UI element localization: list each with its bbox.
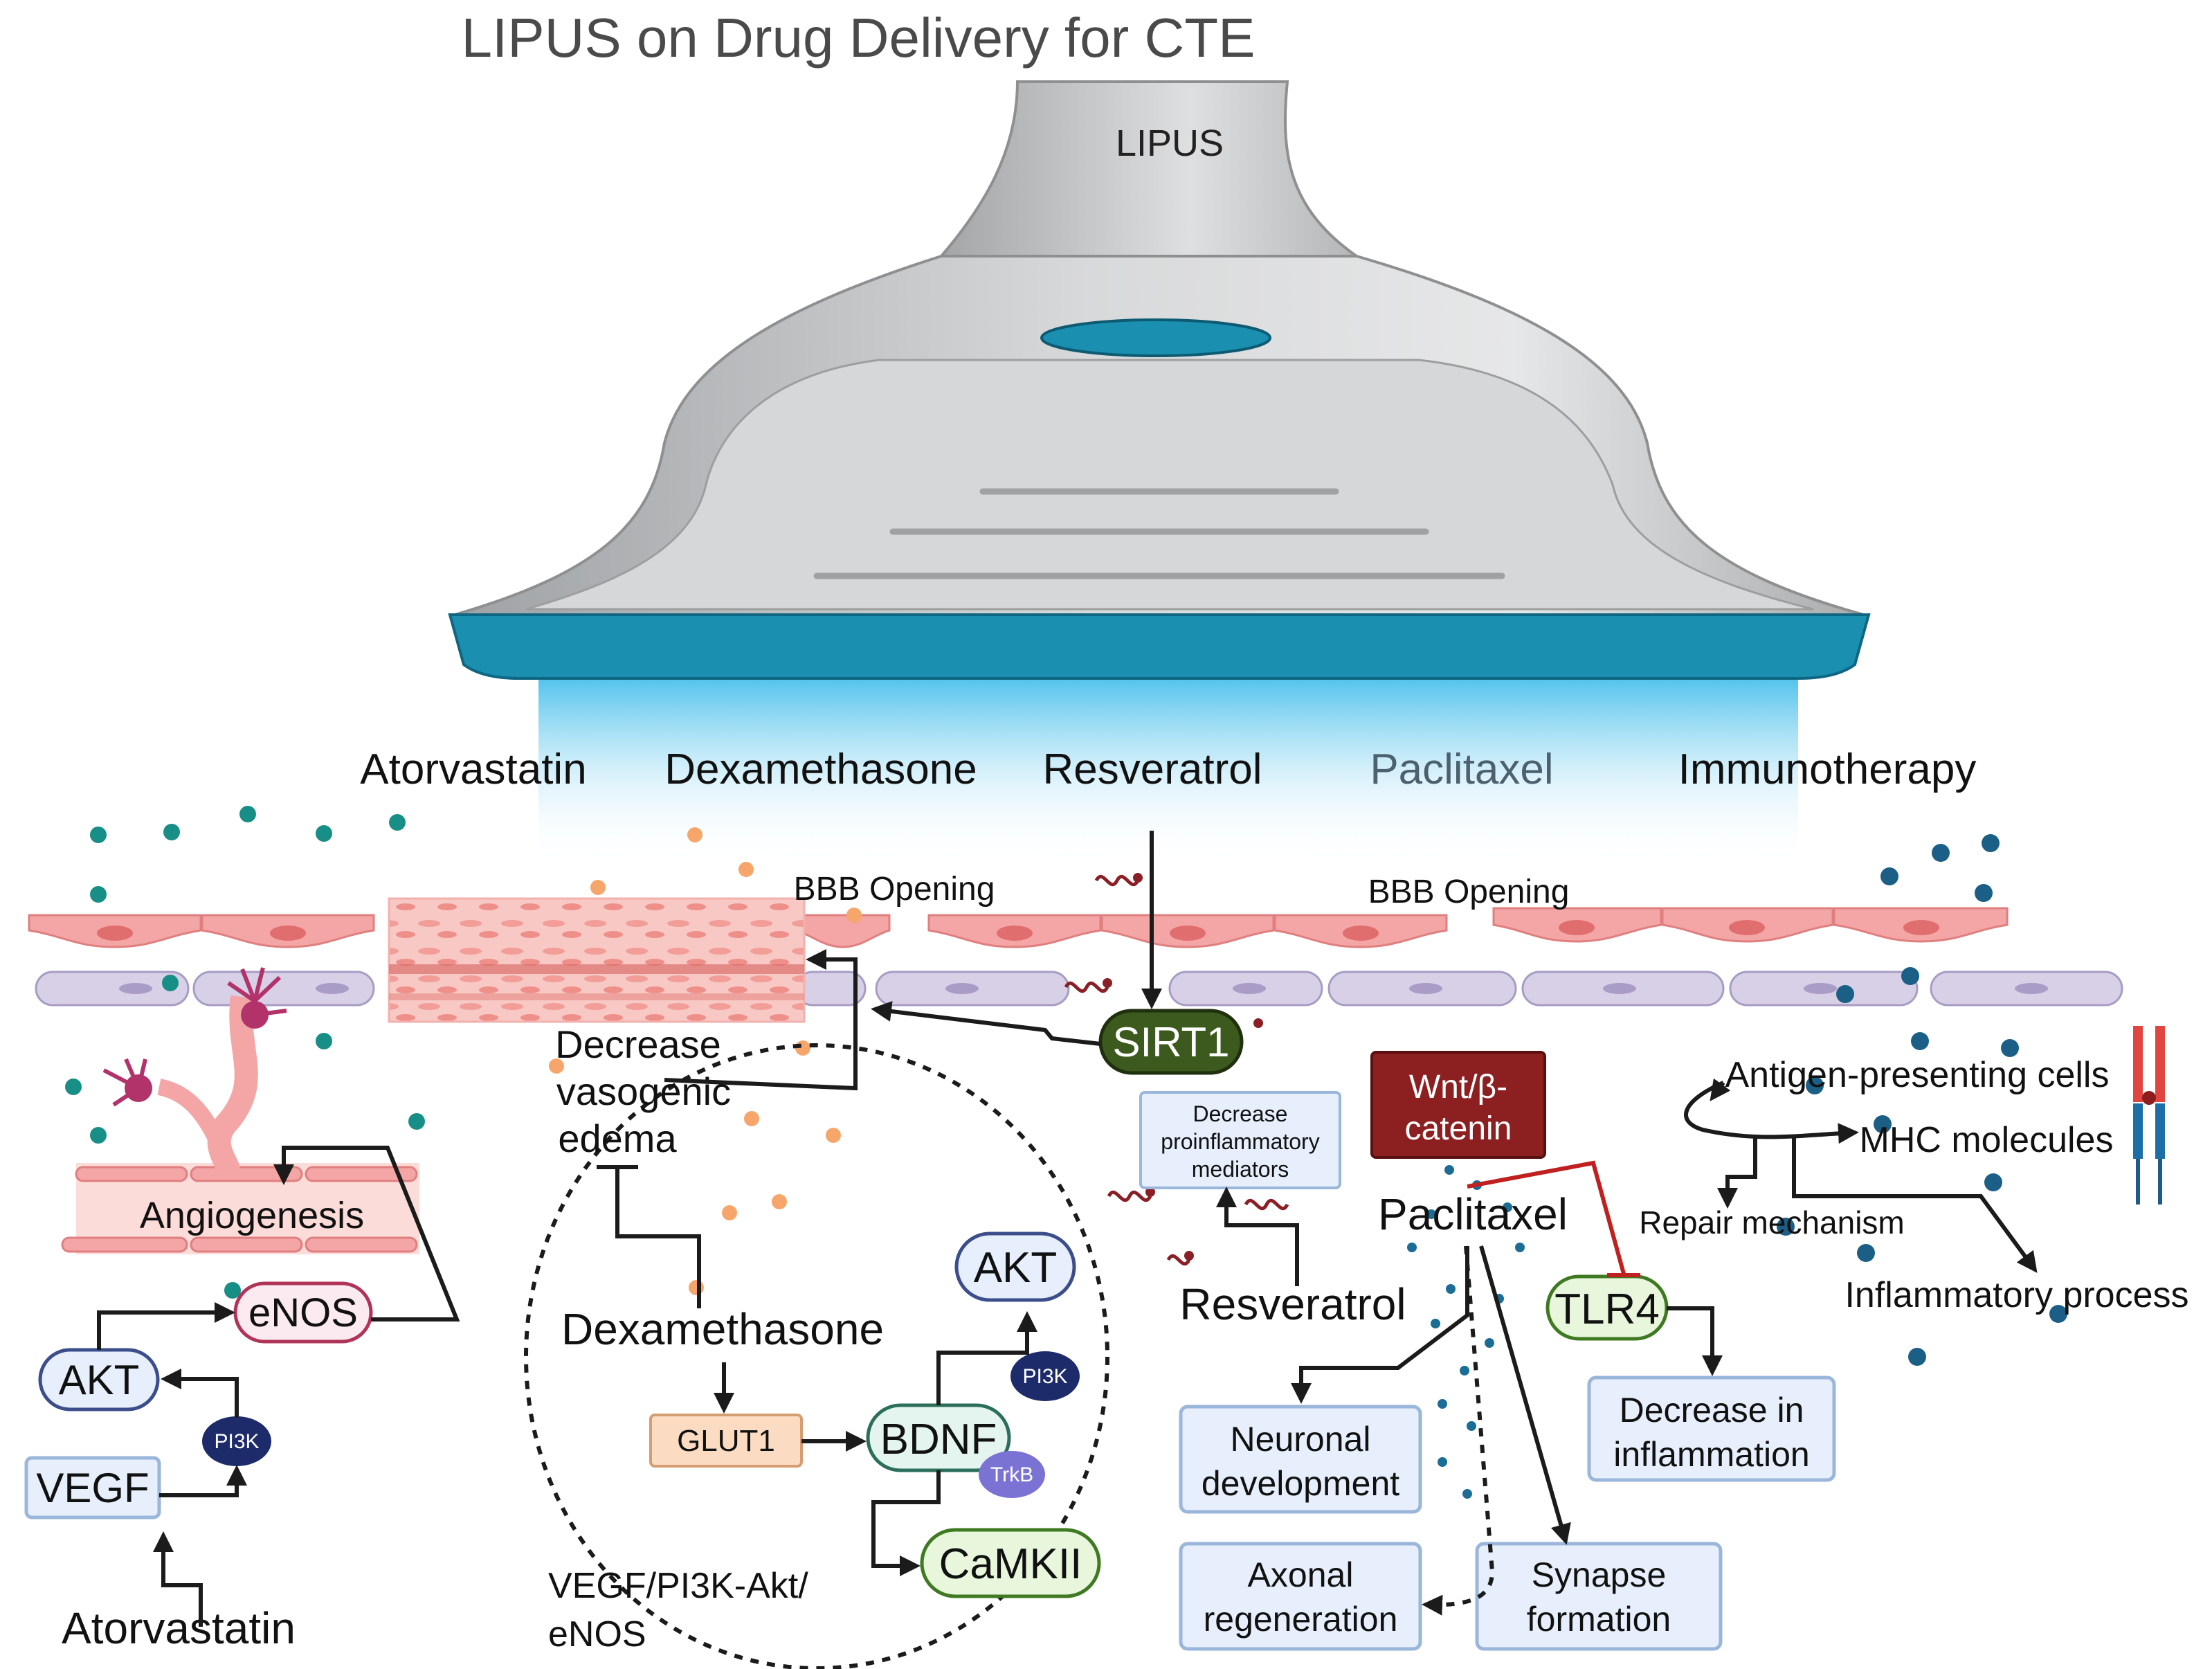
resveratrol-source-label: Resveratrol (1179, 1279, 1406, 1329)
akt-label-left: AKT (59, 1357, 140, 1403)
tlr4-node: TLR4 (1545, 1274, 1669, 1341)
ultrasound-beam (538, 665, 1798, 865)
decrease-mediators-node: Decrease proinflammatory mediators (1139, 1091, 1341, 1189)
glut1-node: GLUT1 (649, 1414, 803, 1468)
lipus-label: LIPUS (1116, 123, 1224, 164)
tlr4-label: TLR4 (1554, 1285, 1660, 1333)
synapse-line-2: formation (1527, 1600, 1671, 1639)
endothelial-layer (28, 907, 2009, 948)
bdnf-node: BDNF (866, 1403, 1011, 1472)
vessel-tissue-inset (388, 897, 806, 1023)
atorvastatin-arrows (97, 1146, 460, 1627)
immuno-arrows (1684, 1078, 2038, 1273)
dexamethasone-drug-label: Dexamethasone (561, 1304, 884, 1354)
dexamethasone-pathway-circle (524, 1043, 1109, 1669)
endothelial-left (28, 914, 891, 948)
paclitaxel-inhibition (1467, 1160, 1640, 1277)
repair-mechanism-label: Repair mechanism (1639, 1205, 1904, 1241)
akt-node-left: AKT (38, 1348, 160, 1411)
trkb-label: TrkB (990, 1463, 1033, 1486)
pathway-caption-line-1: VEGF/PI3K-Akt/ (548, 1566, 808, 1606)
enos-label: eNOS (248, 1290, 358, 1335)
paclitaxel-particles (1407, 1165, 1525, 1499)
immunotherapy-particles (1777, 834, 2067, 1366)
bdnf-label: BDNF (880, 1416, 997, 1463)
mhc-molecules-label: MHC molecules (1860, 1120, 2114, 1160)
atorvastatin-source-label: Atorvastatin (62, 1603, 296, 1653)
enos-node: eNOS (233, 1281, 373, 1344)
decrease-inflammation-node: Decrease in inflammation (1587, 1375, 1836, 1482)
tip-cell-upper (227, 967, 287, 1029)
resveratrol-arrows (871, 831, 1299, 1286)
decrease-vasogenic-edema: Decrease vasogenic edema (555, 1022, 731, 1160)
wnt-beta-catenin-node: Wnt/β- catenin (1370, 1051, 1546, 1159)
synapse-line-1: Synapse (1532, 1555, 1667, 1594)
axonal-regeneration-node: Axonal regeneration (1179, 1542, 1422, 1651)
paclitaxel-drug-label: Paclitaxel (1378, 1189, 1568, 1239)
dexamethasone-arrows (597, 949, 1037, 1576)
vegf-label: VEGF (36, 1465, 149, 1511)
synapse-formation-node: Synapse formation (1475, 1542, 1723, 1651)
dec-infl-line-2: inflammation (1613, 1435, 1809, 1474)
probe-inner-face (525, 359, 1814, 611)
resveratrol-molecule-heads (1103, 873, 1263, 1261)
drug-label-immunotherapy: Immunotherapy (1678, 746, 1977, 793)
neuronal-line-1: Neuronal (1231, 1420, 1371, 1459)
drug-label-dexamethasone: Dexamethasone (664, 746, 977, 793)
drug-label-paclitaxel: Paclitaxel (1370, 746, 1553, 793)
lipus-probe: LIPUS (448, 80, 1871, 680)
glut1-label: GLUT1 (677, 1424, 775, 1458)
neuronal-line-2: development (1202, 1464, 1399, 1503)
bbb-opening-right: BBB Opening (1368, 874, 1570, 910)
sirt1-node: SIRT1 (1098, 1009, 1244, 1075)
neuronal-development-node: Neuronal development (1179, 1405, 1422, 1514)
drug-label-atorvastatin: Atorvastatin (360, 746, 586, 793)
bbb-opening-left: BBB Opening (794, 871, 995, 908)
mediators-line-2: proinflammatory (1161, 1129, 1319, 1154)
diagram-title: LIPUS on Drug Delivery for CTE (461, 7, 1255, 69)
axonal-line-1: Axonal (1248, 1555, 1354, 1594)
sirt1-label: SIRT1 (1113, 1019, 1230, 1065)
angiogenesis-label: Angiogenesis (140, 1195, 364, 1236)
paclitaxel-arrows (1291, 1245, 1723, 1616)
antigen-presenting-cells-label: Antigen-presenting cells (1725, 1055, 2110, 1095)
mediators-line-3: mediators (1192, 1157, 1289, 1182)
dec-infl-line-1: Decrease in (1620, 1391, 1804, 1429)
probe-neck (938, 80, 1361, 258)
wnt-line-1: Wnt/β- (1409, 1069, 1507, 1106)
edema-line-3: edema (558, 1117, 677, 1160)
angiogenesis-vessel (61, 967, 419, 1254)
mediators-line-1: Decrease (1193, 1101, 1288, 1126)
drug-label-resveratrol: Resveratrol (1043, 746, 1262, 793)
edema-line-2: vasogenic (556, 1070, 731, 1113)
probe-transducer-face (448, 613, 1871, 680)
pericyte-nuclei (119, 983, 2048, 994)
atorvastatin-particles (65, 806, 425, 1299)
wnt-line-2: catenin (1405, 1110, 1512, 1147)
camkii-node: CaMKII (920, 1528, 1101, 1598)
akt-node-center: AKT (954, 1232, 1076, 1302)
dexamethasone-particles (549, 827, 862, 1295)
pi3k-badge-left: PI3K (202, 1416, 271, 1466)
endothelial-right (927, 907, 2009, 948)
edema-line-1: Decrease (555, 1022, 721, 1066)
inflammatory-process-label: Inflammatory process (1844, 1275, 2188, 1315)
pi3k-label-center: PI3K (1022, 1365, 1067, 1388)
camkii-label: CaMKII (939, 1540, 1082, 1588)
vegf-node: VEGF (24, 1456, 161, 1519)
mhc-receptor-icon (2133, 1026, 2165, 1205)
pi3k-label-left: PI3K (214, 1430, 259, 1453)
pathway-caption-line-2: eNOS (548, 1614, 646, 1654)
tip-cell-lower (102, 1058, 152, 1107)
trkb-badge: TrkB (979, 1451, 1045, 1498)
pi3k-badge-center: PI3K (1010, 1351, 1080, 1401)
akt-label-center: AKT (974, 1244, 1058, 1292)
probe-indicator-light (1040, 318, 1271, 357)
axonal-line-2: regeneration (1204, 1600, 1398, 1639)
resveratrol-molecules (1064, 874, 1289, 1266)
